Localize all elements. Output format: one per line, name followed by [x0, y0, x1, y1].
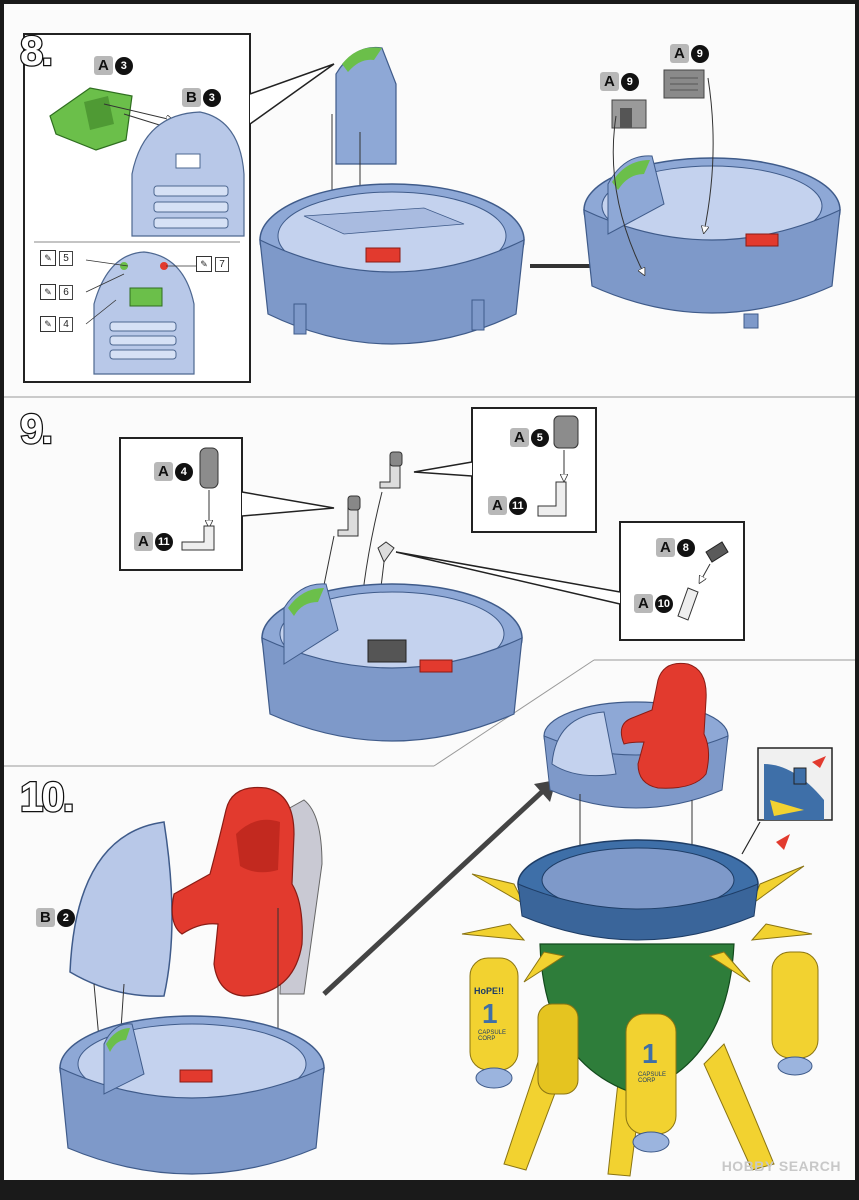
part-b2-shape: [69, 821, 173, 997]
illustration-layer: [4, 33, 855, 1177]
paint-number: 6: [59, 284, 73, 300]
detail-box-10: [741, 747, 833, 855]
cockpit-base-8b: [583, 155, 841, 329]
part-number: 9: [690, 44, 709, 63]
part-tag-b3: B 3: [182, 88, 221, 107]
paint-code-4: ✎ 4: [40, 316, 73, 332]
decal-capsule-center: CAPSULE CORP: [638, 1072, 667, 1084]
watermark-text: HOBBY SEARCH: [721, 1158, 841, 1174]
decal-capsule-left: CAPSULE CORP: [478, 1030, 507, 1042]
part-number: 5: [530, 428, 549, 447]
part-letter: A: [154, 462, 173, 481]
part-number: 10: [654, 594, 673, 613]
part-letter: A: [94, 56, 113, 75]
part-number: 2: [56, 908, 75, 927]
cockpit-with-seat: [543, 662, 729, 809]
capsule-ship: [461, 839, 819, 1177]
cockpit-base-10: [59, 1015, 325, 1175]
part-tag-a10: A 10: [634, 594, 673, 613]
brush-icon: ✎: [40, 316, 56, 332]
part-number: 4: [174, 462, 193, 481]
part-letter: B: [36, 908, 55, 927]
part-tag-a9-left: A 9: [600, 72, 639, 91]
step-9-label: 9.: [19, 405, 55, 452]
paint-number: 4: [59, 316, 73, 332]
decal-hopei: HoPE!!: [474, 986, 504, 996]
part-letter: A: [600, 72, 619, 91]
part-tag-a5: A 5: [510, 428, 549, 447]
part-letter: A: [670, 44, 689, 63]
paint-number: 5: [59, 250, 73, 266]
paint-code-6: ✎ 6: [40, 284, 73, 300]
part-tag-b2: B 2: [36, 908, 75, 927]
paint-code-7: ✎ 7: [196, 256, 229, 272]
part-letter: A: [488, 496, 507, 515]
part-number: 8: [676, 538, 695, 557]
seat-assembly: [171, 786, 323, 997]
step-10-label: 10.: [19, 773, 76, 820]
cockpit-base-9: [261, 583, 523, 742]
part-letter: A: [134, 532, 153, 551]
step-8-label: 8.: [19, 27, 55, 74]
part-tag-a11-left: A 11: [134, 532, 173, 551]
assembly-arrow-10: [322, 788, 546, 996]
part-number: 11: [154, 532, 173, 551]
part-tag-a11-right: A 11: [488, 496, 527, 515]
decal-number-left: 1: [482, 998, 498, 1029]
part-tag-a9-right: A 9: [670, 44, 709, 63]
part-letter: B: [182, 88, 201, 107]
part-number: 3: [114, 56, 133, 75]
part-number: 11: [508, 496, 527, 515]
brush-icon: ✎: [40, 284, 56, 300]
part-tag-a3: A 3: [94, 56, 133, 75]
progress-arrow-8: [530, 256, 610, 276]
part-letter: A: [510, 428, 529, 447]
part-letter: A: [634, 594, 653, 613]
paint-code-5: ✎ 5: [40, 250, 73, 266]
brush-icon: ✎: [196, 256, 212, 272]
decal-number-center: 1: [642, 1038, 658, 1069]
instruction-sheet: 8. 9. 10. A 3 B 3 A 9 A 9 ✎ 5 ✎ 6 ✎ 4 ✎ …: [4, 4, 855, 1180]
part-letter: A: [656, 538, 675, 557]
part-tag-a8: A 8: [656, 538, 695, 557]
paint-number: 7: [215, 256, 229, 272]
part-number: 9: [620, 72, 639, 91]
part-tag-a4: A 4: [154, 462, 193, 481]
part-number: 3: [202, 88, 221, 107]
brush-icon: ✎: [40, 250, 56, 266]
cockpit-base-8a: [259, 183, 525, 345]
